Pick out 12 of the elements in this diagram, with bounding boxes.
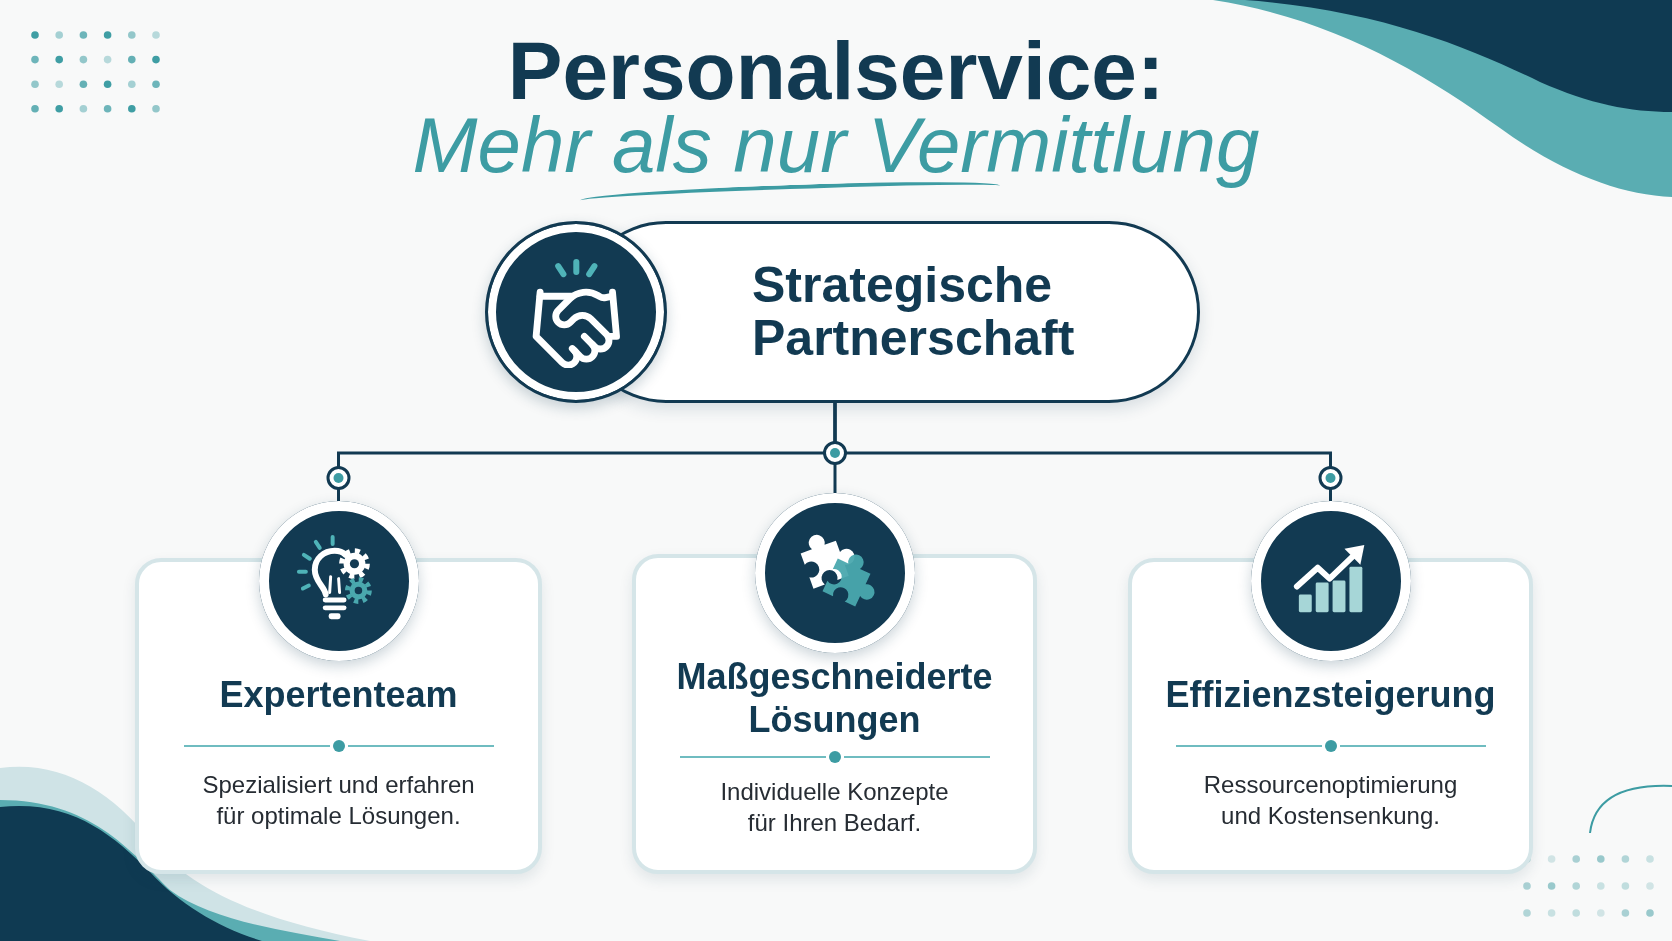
card-description: Ressourcenoptimierung und Kostensenkung. [1202, 770, 1459, 831]
card-title: Maßgeschneiderte Lösungen [675, 655, 994, 741]
info-card [1128, 501, 1533, 874]
node-title: Strategische Partnerschaft [752, 259, 1076, 365]
info-card [632, 493, 1037, 874]
card-title: Expertenteam [219, 673, 458, 716]
card-description: Spezialisiert und erfahren für optimale Lösungen. [201, 770, 476, 831]
card-description: Individuelle Konzepte für Ihren Bedarf. [719, 777, 950, 838]
card-title: Effizienzsteigerung [1165, 673, 1496, 716]
connector-line [823, 403, 847, 493]
pill-panel [485, 221, 1200, 403]
info-card [135, 501, 542, 874]
